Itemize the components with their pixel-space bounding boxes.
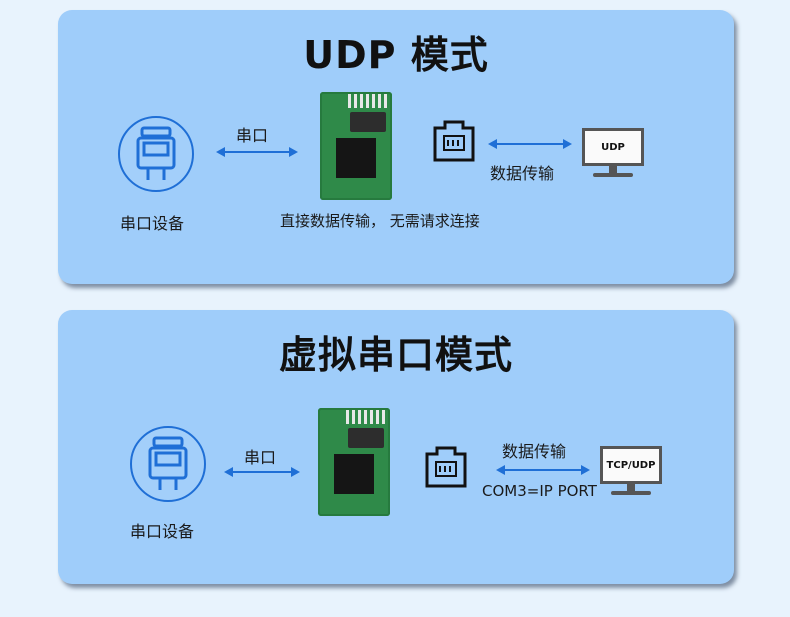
virtual-serial-title: 虚拟串口模式 <box>278 333 513 377</box>
serial-arrow-label: 串口 <box>236 126 269 145</box>
serial-device-label: 串口设备 <box>130 522 195 541</box>
udp-mode-title: UDP 模式 <box>303 33 489 77</box>
pin-header <box>346 410 388 424</box>
ethernet-port-icon <box>425 446 467 488</box>
pin-header <box>348 94 390 108</box>
virtual-serial-panel: 虚拟串口模式 串口设备 串口 数据传输 COM3=IP PORT T <box>58 310 734 584</box>
main-chip <box>336 138 376 178</box>
serial-double-arrow <box>224 467 300 477</box>
serial-device-label: 串口设备 <box>120 214 185 233</box>
serial-arrow-label: 串口 <box>244 448 277 467</box>
ethernet-port-icon <box>433 120 475 162</box>
data-double-arrow <box>488 139 572 149</box>
data-transfer-label: 数据传输 <box>490 164 555 183</box>
monitor-screen: UDP <box>582 128 644 166</box>
network-module-board <box>320 92 392 200</box>
udp-mode-panel: UDP 模式 串口设备 串口 直接数据传输， 无需请求连接 数据传输 <box>58 10 734 284</box>
caption-text: 直接数据传输， 无需请求连接 <box>280 212 480 230</box>
data-transfer-label: 数据传输 <box>502 442 567 461</box>
com-mapping-label: COM3=IP PORT <box>482 482 597 500</box>
main-chip <box>334 454 374 494</box>
pulse-transformer <box>350 112 386 132</box>
monitor-screen: TCP/UDP <box>600 446 662 484</box>
serial-device-icon <box>118 116 194 192</box>
data-double-arrow <box>496 465 590 475</box>
serial-double-arrow <box>216 147 298 157</box>
network-module-board <box>318 408 390 516</box>
pulse-transformer <box>348 428 384 448</box>
serial-device-icon <box>130 426 206 502</box>
